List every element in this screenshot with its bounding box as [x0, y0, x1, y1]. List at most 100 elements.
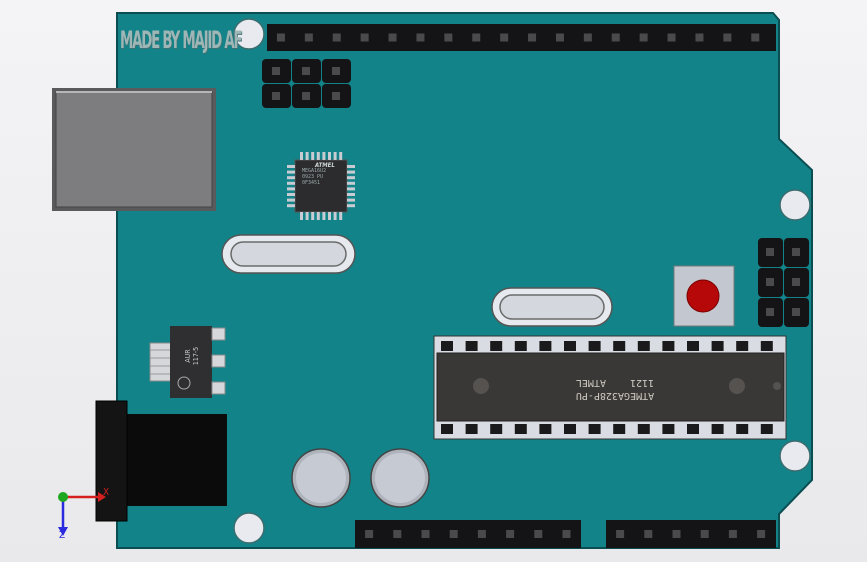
header-pin: [332, 33, 341, 42]
chip-pin: [333, 212, 337, 220]
watermark-text: MADE BY MAJID AF: [120, 26, 243, 54]
regulator-line-2: 117-5: [192, 346, 200, 366]
bottom-pin-header-power: [355, 520, 581, 548]
axis-x-label: X: [103, 487, 110, 498]
chip-pin: [588, 424, 601, 434]
chip-pin: [347, 176, 355, 180]
chip-pin: [711, 341, 724, 351]
chip-pin: [490, 341, 503, 351]
chip-pin: [539, 424, 552, 434]
chip-pin: [662, 424, 675, 434]
icsp-header-small-chip: [262, 59, 351, 108]
crystal-oscillator-2: [491, 287, 613, 327]
header-pin: [276, 33, 285, 42]
icsp-pin: [302, 92, 310, 100]
header-pin: [388, 33, 397, 42]
voltage-regulator: [149, 326, 226, 398]
header-pin: [667, 33, 676, 42]
chip-pin: [514, 424, 527, 434]
usb-connector: [52, 88, 216, 211]
icsp-pin: [332, 92, 340, 100]
header-pin: [672, 530, 681, 538]
capacitors: [291, 448, 430, 508]
small-chip-markings: MEGA16U2 0923 PU 0F3451: [302, 168, 348, 186]
chip-pin: [347, 165, 355, 168]
axis-z-label: Z: [59, 530, 66, 541]
header-pin: [728, 530, 737, 538]
header-pin: [700, 530, 709, 538]
chip-pin: [287, 198, 295, 202]
chip-pin: [347, 198, 355, 202]
chip-pin: [339, 212, 343, 220]
header-pin: [416, 33, 425, 42]
chip-pin: [687, 341, 699, 351]
usb-controller-chip: [287, 152, 355, 220]
header-pin: [644, 530, 653, 538]
header-pin: [528, 33, 537, 42]
chip-pin: [287, 176, 295, 180]
chip-pin: [736, 424, 749, 434]
header-pin: [421, 530, 430, 538]
chip-pin: [514, 341, 527, 351]
chip-pin: [300, 152, 303, 160]
chip-pin: [465, 424, 478, 434]
chip-pin: [287, 170, 295, 174]
header-pin: [639, 33, 648, 42]
small-chip-line-3: 0F3451: [302, 180, 321, 186]
chip-pin: [287, 181, 295, 185]
header-pin: [611, 33, 620, 42]
header-pin: [449, 530, 458, 538]
chip-pin: [347, 170, 355, 174]
chip-pin: [322, 212, 326, 220]
chip-pin: [465, 341, 478, 351]
icsp-pin: [272, 67, 280, 75]
chip-pin: [347, 181, 355, 185]
chip-pin: [637, 341, 650, 351]
icsp-pin: [302, 67, 310, 75]
top-pin-header: [267, 24, 776, 51]
header-body: [606, 520, 776, 548]
chip-pin: [347, 187, 355, 191]
header-pin: [751, 33, 760, 42]
chip-pin: [347, 193, 355, 196]
icsp-header-right: [758, 238, 809, 327]
chip-pin: [322, 152, 326, 160]
reset-button[interactable]: [673, 265, 735, 327]
icsp-pin: [766, 248, 774, 256]
main-chip-line-2: 1121 ATMEL: [575, 377, 655, 388]
header-pin: [555, 33, 564, 42]
small-chip-line-1: MEGA16U2: [302, 168, 327, 174]
chip-pin: [637, 424, 650, 434]
icsp-pin: [792, 278, 800, 286]
chip-pin: [300, 212, 303, 220]
header-pin: [500, 33, 509, 42]
chip-pin: [328, 212, 331, 220]
header-pin: [583, 33, 592, 42]
mounting-holes: [233, 18, 811, 544]
chip-pin: [760, 341, 773, 351]
chip-pin: [613, 424, 626, 434]
header-pin: [472, 33, 481, 42]
main-chip-part-number: ATMEGA328P-PU: [575, 390, 655, 401]
chip-pin: [564, 341, 576, 351]
header-pin: [757, 530, 766, 538]
regulator-markings: AUR 117-5: [184, 342, 200, 370]
chip-pin: [316, 152, 320, 160]
header-pin: [365, 530, 374, 538]
icsp-pin: [766, 308, 774, 316]
header-pin: [304, 33, 313, 42]
chip-pin: [316, 212, 320, 220]
icsp-pin: [792, 308, 800, 316]
chip-pin: [287, 165, 295, 168]
chip-pin: [287, 187, 295, 191]
header-pin: [477, 530, 486, 538]
header-pin: [534, 530, 543, 538]
chip-pin: [760, 424, 773, 434]
icsp-pin: [792, 248, 800, 256]
dc-power-jack: [95, 400, 227, 522]
icsp-pin: [272, 92, 280, 100]
atmega328p-chip: [433, 335, 787, 440]
chip-pin: [287, 204, 295, 208]
chip-pin: [441, 424, 453, 434]
